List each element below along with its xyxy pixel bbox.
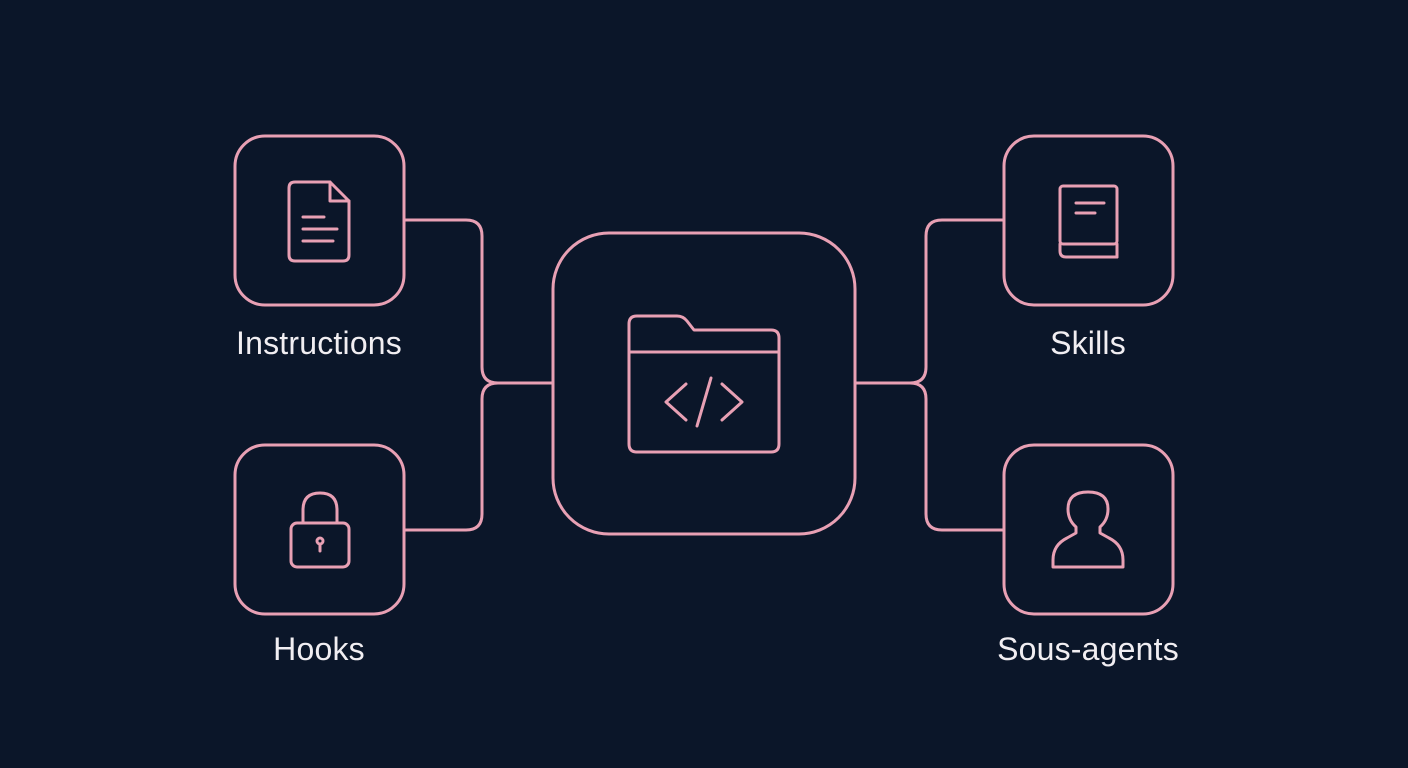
hooks-node-box[interactable] — [233, 443, 406, 616]
subagents-node-box[interactable] — [1002, 443, 1175, 616]
hooks-label: Hooks — [273, 631, 365, 667]
instructions-node-box[interactable] — [233, 134, 406, 307]
user-icon — [1051, 490, 1125, 569]
connector-instructions — [402, 218, 555, 385]
connector-subagents — [853, 381, 1006, 532]
lock-icon — [289, 491, 351, 569]
subagents-label: Sous-agents — [997, 631, 1179, 667]
skills-label: Skills — [1050, 325, 1126, 361]
connector-skills — [853, 218, 1006, 385]
connector-hooks — [402, 381, 555, 532]
document-icon — [287, 180, 351, 263]
center-node-box — [551, 231, 857, 536]
instructions-label: Instructions — [235, 325, 403, 361]
skills-node-box[interactable] — [1002, 134, 1175, 307]
code-folder-icon — [627, 314, 781, 454]
book-icon — [1058, 184, 1119, 259]
